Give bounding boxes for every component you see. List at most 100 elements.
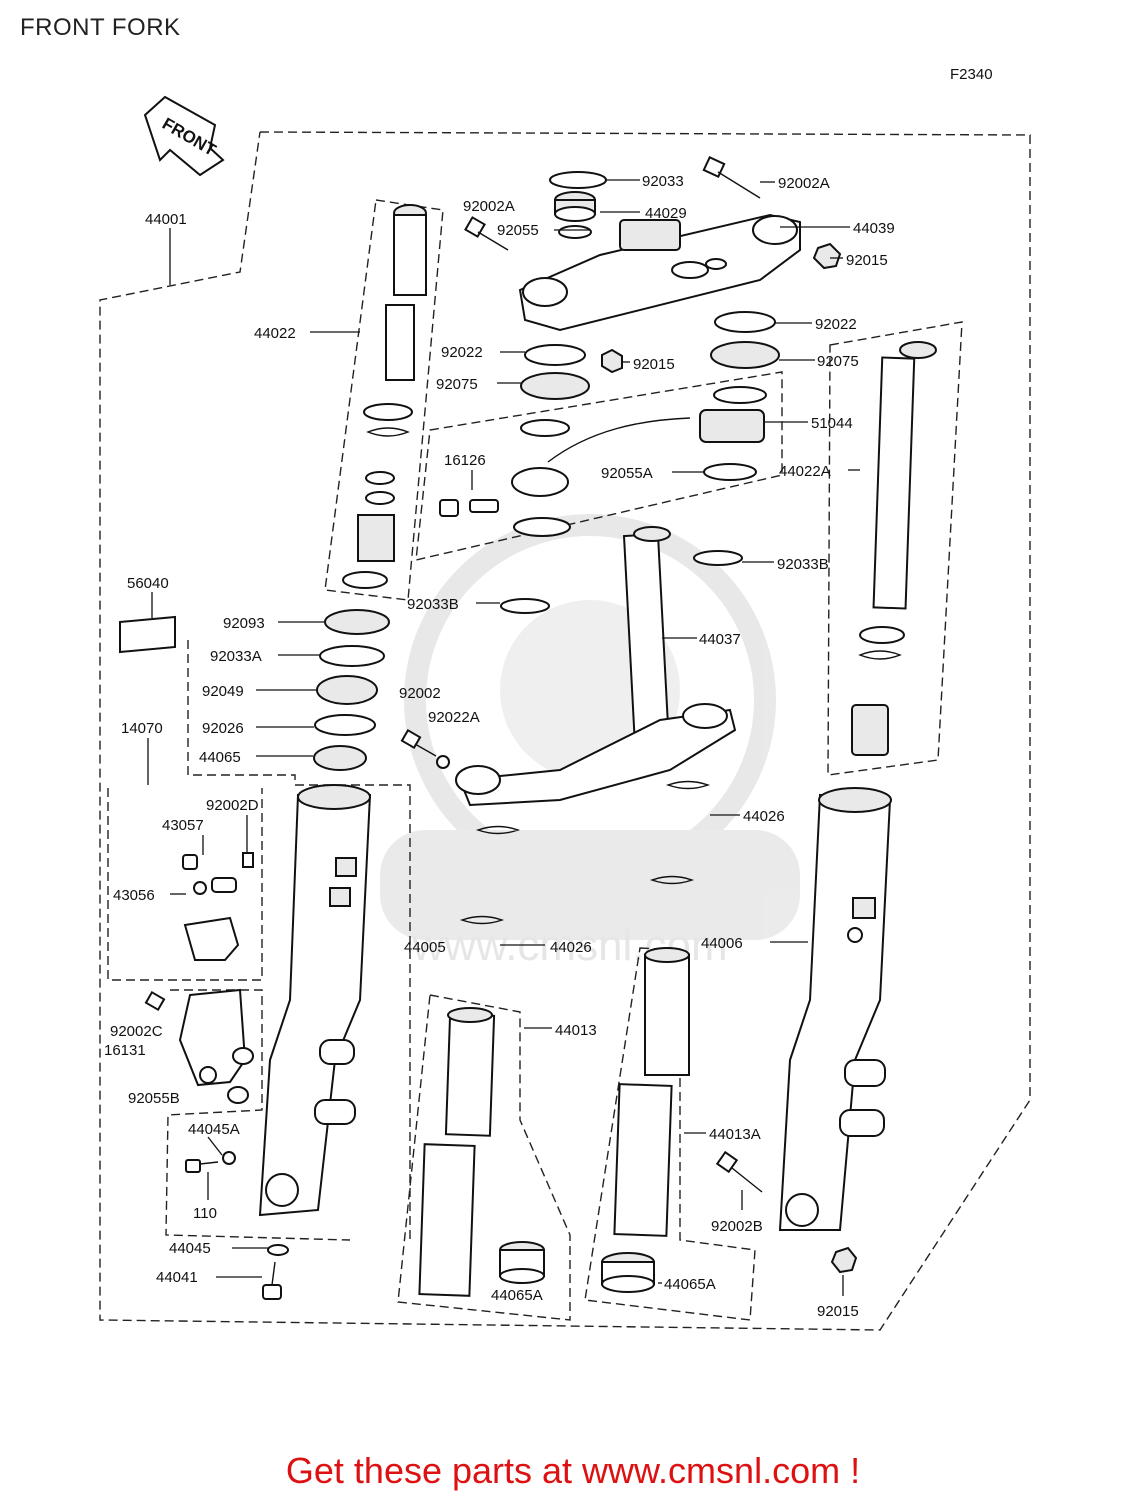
spring-44026-right: [649, 780, 711, 885]
bearing-92075-right: [710, 341, 780, 369]
inner-tube-box-left: [397, 994, 571, 1321]
label-92002C: 92002C: [110, 1023, 163, 1040]
label-92002A-left: 92002A: [463, 198, 515, 215]
label-44006: 44006: [701, 935, 743, 952]
steering-stem-44037: [455, 526, 737, 807]
o-ring-92033B-right: [693, 550, 743, 566]
washer-92026: [314, 714, 376, 736]
bushing-44065: [313, 745, 367, 771]
label-43056: 43056: [113, 887, 155, 904]
front-arrow-icon: FRONT: [143, 95, 225, 177]
label-92075-right: 92075: [817, 353, 859, 370]
label-51044: 51044: [811, 415, 853, 432]
label-56040: [119, 615, 176, 654]
label-44022: 44022: [254, 325, 296, 342]
caliper-bracket-14070: [182, 852, 254, 961]
oil-seal-92049: [316, 675, 378, 705]
label-44026-lower: 44026: [550, 939, 592, 956]
label-92049: 92049: [202, 683, 244, 700]
bolt-92002A-top: [702, 155, 761, 199]
nut-92015-bottom: [830, 1246, 858, 1274]
label-44045: 44045: [169, 1240, 211, 1257]
bearing-92075-left: [520, 372, 590, 400]
outer-tube-44006: [778, 787, 892, 1231]
label-92033B-left: 92033B: [407, 596, 459, 613]
label-92055: 92055: [497, 222, 539, 239]
label-44065A-left: 44065A: [491, 1287, 543, 1304]
damper-rod-44022A: [851, 341, 937, 756]
bolt-110: [185, 1151, 236, 1173]
upper-triple-clamp: [518, 213, 801, 332]
assembly-outline: [99, 131, 1031, 1331]
label-92002: 92002: [399, 685, 441, 702]
ring-92033A: [319, 645, 385, 667]
inner-tube-44013: [418, 1007, 545, 1297]
label-44037: 44037: [699, 631, 741, 648]
label-92075-left: 92075: [436, 376, 478, 393]
left-leg-box: [187, 640, 411, 1240]
page-title: FRONT FORK: [20, 14, 181, 41]
o-ring-92055: [558, 225, 592, 239]
watermark-logo: www.cmsnl.com: [380, 514, 800, 970]
label-92033B-right: 92033B: [777, 556, 829, 573]
label-44005: 44005: [404, 939, 446, 956]
label-16126: 16126: [444, 452, 486, 469]
label-92002D: 92002D: [206, 797, 259, 814]
label-92026: 92026: [202, 720, 244, 737]
caliper-group-box: [165, 989, 351, 1241]
exploded-parts-diagram: www.cmsnl.com FRONT: [99, 95, 1031, 1331]
caliper-16131: [144, 988, 254, 1104]
label-44013: 44013: [555, 1022, 597, 1039]
label-44029: 44029: [645, 205, 687, 222]
spring-44026-left: [459, 825, 521, 925]
bolt-92002B: [715, 1150, 763, 1193]
label-92015-bottom: 92015: [817, 1303, 859, 1320]
label-92055B: 92055B: [128, 1090, 180, 1107]
nut-92015-top: [812, 242, 842, 270]
seal-92093: [324, 609, 390, 635]
label-44022A: 44022A: [779, 463, 831, 480]
bolt-92002: [400, 728, 450, 769]
damper-rod-box-right: [827, 321, 963, 776]
diagram-code: F2340: [950, 66, 993, 83]
label-16131: 16131: [104, 1042, 146, 1059]
bearing-92022-left: [524, 344, 586, 366]
valve-16126: [439, 499, 499, 517]
label-110: 110: [193, 1205, 217, 1222]
inner-tube-44013A: [601, 947, 690, 1293]
label-92033A: 92033A: [210, 648, 262, 665]
leader-lines: [147, 179, 860, 1296]
damper-rod-44022: [342, 204, 427, 589]
label-92033: 92033: [642, 173, 684, 190]
label-92002A-right: 92002A: [778, 175, 830, 192]
label-44045A: 44045A: [188, 1121, 240, 1138]
label-44013A: 44013A: [709, 1126, 761, 1143]
label-92002B: 92002B: [711, 1218, 763, 1235]
label-92022-left: 92022: [441, 344, 483, 361]
o-ring-92033: [549, 171, 607, 189]
o-ring-92033B-left: [500, 598, 550, 614]
label-56040: 56040: [127, 575, 169, 592]
label-14070: 14070: [121, 720, 163, 737]
label-92055A: 92055A: [601, 465, 653, 482]
label-92022A: 92022A: [428, 709, 480, 726]
bolt-92002A-left: [464, 216, 509, 251]
label-92093: 92093: [223, 615, 265, 632]
label-44065: 44065: [199, 749, 241, 766]
label-92015-mid: 92015: [633, 356, 675, 373]
label-44001: 44001: [145, 211, 187, 228]
washer-44045: [267, 1244, 289, 1256]
label-43057: 43057: [162, 817, 204, 834]
label-44041: 44041: [156, 1269, 198, 1286]
footer-cta-link[interactable]: Get these parts at www.cmsnl.com !: [285, 1450, 861, 1491]
label-92022-right: 92022: [815, 316, 857, 333]
label-44039: 44039: [853, 220, 895, 237]
bearing-92022-right: [714, 311, 776, 333]
part-labels: 44001 92033 92002A 92002A 44029 44039 92…: [104, 173, 895, 1320]
label-44026-upper: 44026: [743, 808, 785, 825]
cable-assembly-51044: [439, 386, 767, 537]
label-44065A-right: 44065A: [664, 1276, 716, 1293]
label-92015-top: 92015: [846, 252, 888, 269]
subassembly-box-14070: [107, 788, 263, 981]
bolt-44041: [262, 1261, 282, 1300]
